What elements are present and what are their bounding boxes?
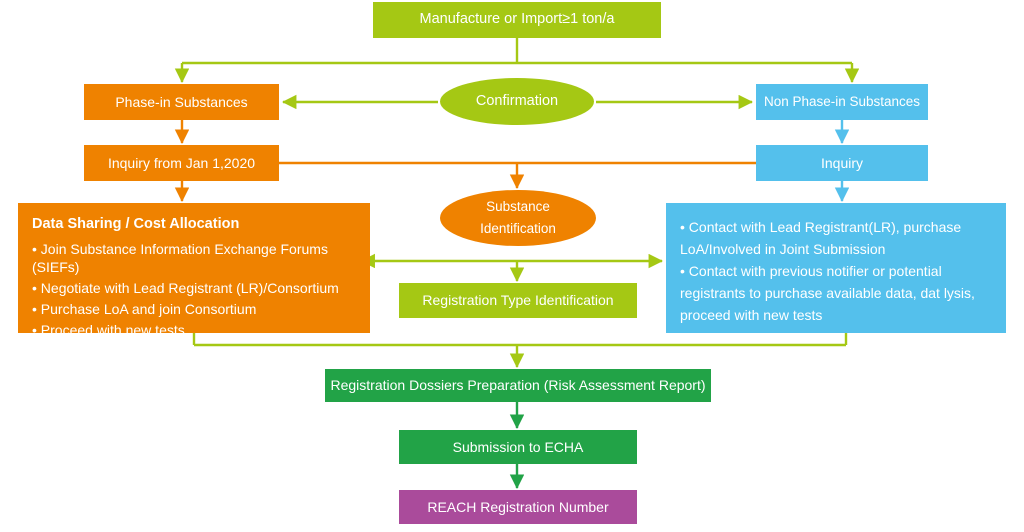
node-data-sharing-cost-allocation[interactable]: Data Sharing / Cost Allocation • Join Su… (18, 203, 370, 338)
contact-line-4: registrants to purchase available data, … (680, 284, 975, 301)
node-label: Manufacture or Import≥1 ton/a (419, 11, 615, 28)
node-confirmation[interactable]: Confirmation (440, 78, 594, 125)
node-label: Confirmation (475, 92, 559, 109)
node-inquiry-from-jan-2020[interactable]: Inquiry from Jan 1,2020 (84, 145, 279, 181)
node-non-phase-in-substances[interactable]: Non Phase-in Substances (756, 84, 928, 120)
node-label: Phase-in Substances (115, 93, 248, 110)
node-label: Registration Dossiers Preparation (Risk … (330, 377, 706, 394)
node-registration-dossiers-preparation[interactable]: Registration Dossiers Preparation (Risk … (325, 369, 711, 402)
node-registration-type-identification[interactable]: Registration Type Identification (399, 283, 637, 318)
node-label: Submission to ECHA (452, 438, 584, 455)
node-substance-identification[interactable]: Substance Identification (440, 190, 596, 246)
contact-line-1: • Contact with Lead Registrant(LR), purc… (680, 219, 962, 235)
node-label-line-1: Substance (486, 198, 550, 214)
node-label-line-2: Identification (480, 221, 556, 236)
contact-line-2: LoA/Involved in Joint Submission (680, 240, 886, 257)
node-label: Non Phase-in Substances (763, 93, 921, 109)
node-submission-to-echa[interactable]: Submission to ECHA (399, 430, 637, 464)
node-label: Inquiry from Jan 1,2020 (107, 154, 256, 171)
node-label: Registration Type Identification (422, 292, 614, 309)
node-reach-registration-number[interactable]: REACH Registration Number (399, 490, 637, 524)
contact-line-5: proceed with new tests (680, 306, 823, 323)
node-label: REACH Registration Number (427, 498, 609, 515)
node-manufacture-or-import[interactable]: Manufacture or Import≥1 ton/a (373, 2, 661, 38)
data-sharing-bullet-1: • Join Substance Information Exchange Fo… (32, 240, 328, 276)
contact-line-3: • Contact with previous notifier or pote… (680, 262, 942, 279)
data-sharing-title: Data Sharing / Cost Allocation (32, 216, 240, 232)
node-label: Inquiry (820, 154, 864, 171)
data-sharing-bullet-4: • Proceed with new tests (32, 322, 185, 339)
data-sharing-bullet-2: • Negotiate with Lead Registrant (LR)/Co… (32, 280, 339, 297)
node-contact-lead-registrant[interactable]: • Contact with Lead Registrant(LR), purc… (666, 203, 1006, 333)
node-phase-in-substances[interactable]: Phase-in Substances (84, 84, 279, 120)
data-sharing-bullet-3: • Purchase LoA and join Consortium (32, 301, 257, 318)
node-inquiry[interactable]: Inquiry (756, 145, 928, 181)
